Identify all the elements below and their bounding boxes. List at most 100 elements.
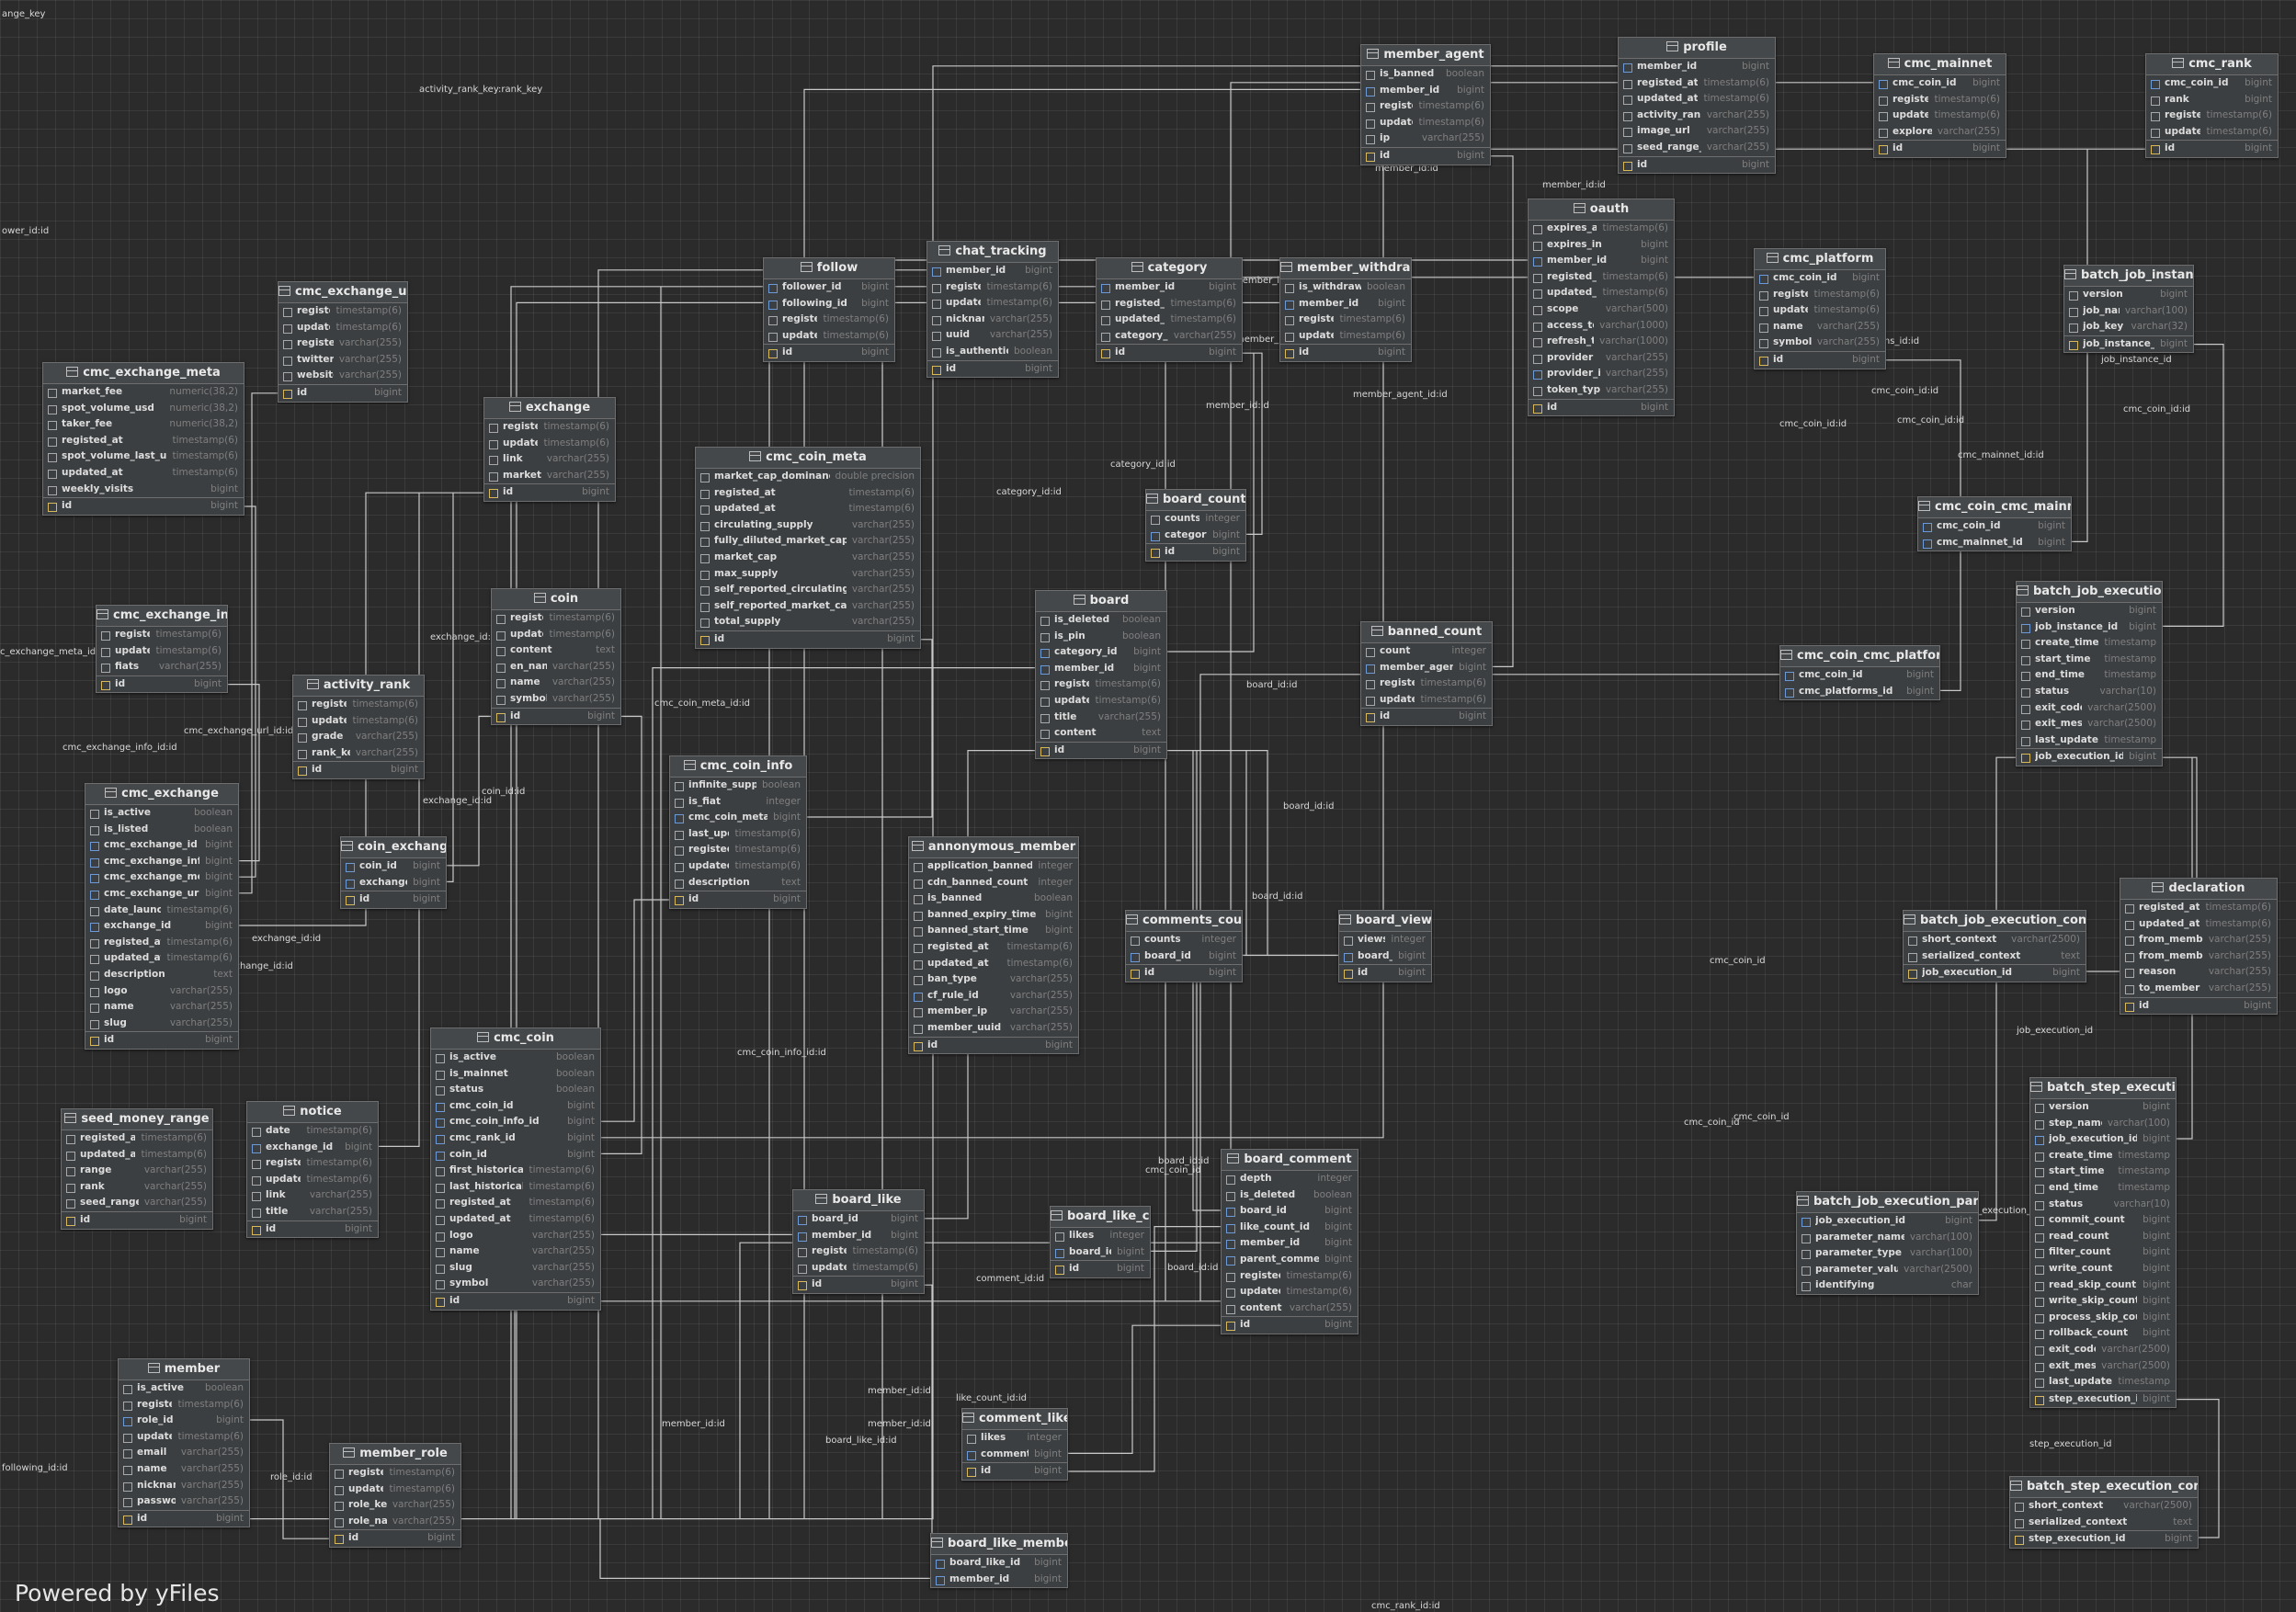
key-icon <box>283 389 292 399</box>
column-icon <box>436 1054 445 1063</box>
table-icon <box>1666 41 1679 51</box>
table-annonymous_member[interactable]: annonymous_memberapplication_banned_coun… <box>908 836 1079 1055</box>
table-cmc_coin_info[interactable]: cmc_coin_infoinfinite_supplybooleanis_fi… <box>669 755 807 909</box>
column-name: is_deleted <box>1054 614 1110 625</box>
column-type: bigint <box>2143 1101 2170 1112</box>
table-cmc_platform[interactable]: cmc_platformcmc_coin_idbigintregisted_at… <box>1754 248 1886 369</box>
table-name: coin <box>550 592 579 606</box>
column-icon <box>2035 1298 2044 1308</box>
column-icon <box>1908 952 1917 962</box>
column-type: bigint <box>1906 685 1934 697</box>
column-type: timestamp(6) <box>986 297 1052 309</box>
column-name: member_id <box>1380 84 1440 96</box>
column-icon <box>1623 111 1632 121</box>
table-banned_count[interactable]: banned_countcountintegermember_agent_idb… <box>1360 621 1493 726</box>
table-comment_likes[interactable]: comment_likeslikesintegercomment_idbigin… <box>961 1408 1068 1481</box>
column-icon <box>1040 697 1050 707</box>
column-type: double precision <box>835 471 915 482</box>
column-type: bigint <box>1324 1205 1352 1217</box>
column-row: refresh_tokenvarchar(1000) <box>1529 334 1674 350</box>
column-type: bigint <box>1025 265 1052 276</box>
column-icon <box>283 340 292 350</box>
table-activity_rank[interactable]: activity_rankregisted_attimestamp(6)upda… <box>292 675 425 779</box>
column-icon <box>1055 1232 1064 1242</box>
column-type: timestamp(6) <box>352 714 418 726</box>
table-coin[interactable]: coinregisted_attimestamp(6)updated_attim… <box>491 588 621 726</box>
column-name: cmc_coin_info_id <box>449 1116 540 1128</box>
table-board_like_cnt[interactable]: board_like_cntlikesintegerboard_idbigint… <box>1050 1206 1151 1278</box>
column-name: name <box>510 676 540 688</box>
foreign-key-icon <box>1785 687 1794 698</box>
table-batch_step_execution[interactable]: batch_step_executionversionbigintstep_na… <box>2029 1077 2177 1409</box>
table-cmc_coin_cmc_mainnet[interactable]: cmc_coin_cmc_mainnetcmc_coin_idbigintcmc… <box>1917 496 2072 552</box>
table-header: batch_job_execution <box>2017 582 2162 603</box>
column-type: timestamp <box>2104 637 2156 649</box>
column-type: timestamp(6) <box>2205 917 2271 929</box>
relationship-label: job_instance_id <box>2101 355 2172 365</box>
table-exchange[interactable]: exchangeregisted_attimestamp(6)updated_a… <box>483 397 616 502</box>
key-icon <box>1366 713 1375 723</box>
table-cmc_exchange_url[interactable]: cmc_exchange_urlregisted_attimestamp(6)u… <box>278 281 408 403</box>
table-member[interactable]: memberis_activebooleanregisted_attimesta… <box>118 1358 250 1528</box>
key-icon <box>1759 356 1768 366</box>
table-board_views[interactable]: board_viewsviewsintegerboard_idbigintidb… <box>1338 910 1432 982</box>
table-batch_job_instance[interactable]: batch_job_instanceversionbigintjob_namev… <box>2063 265 2194 354</box>
column-type: bigint <box>205 855 233 867</box>
table-header: board <box>1036 591 1166 612</box>
column-type: boolean <box>1122 614 1161 625</box>
table-chat_tracking[interactable]: chat_trackingmember_idbigintregisted_att… <box>926 241 1059 379</box>
table-batch_job_execution_context[interactable]: batch_job_execution_contextshort_context… <box>1903 910 2086 982</box>
column-type: varchar(1000) <box>1599 335 1668 347</box>
column-icon <box>496 663 506 673</box>
table-board_like_members[interactable]: board_like_membersboard_like_idbigintmem… <box>930 1533 1068 1589</box>
column-type: bigint <box>1045 908 1073 920</box>
table-member_role[interactable]: member_roleregisted_attimestamp(6)update… <box>329 1443 461 1548</box>
column-name: id <box>1115 346 1126 358</box>
table-cmc_exchange_info[interactable]: cmc_exchange_inforegisted_attimestamp(6)… <box>96 605 228 694</box>
column-type: bigint <box>2129 620 2156 632</box>
table-cmc_mainnet[interactable]: cmc_mainnetcmc_coin_idbigintregisted_att… <box>1873 53 2006 158</box>
column-type: varchar(255) <box>2208 934 2271 946</box>
table-oauth[interactable]: oauthexpires_attimestamp(6)expires_inbig… <box>1528 199 1675 417</box>
table-board_counts[interactable]: board_countscountsintegercategory_idbigi… <box>1145 489 1246 562</box>
table-icon <box>1227 1153 1240 1164</box>
table-category[interactable]: categorymember_idbigintregisted_attimest… <box>1096 257 1243 362</box>
foreign-key-icon <box>936 1560 945 1569</box>
table-comments_count[interactable]: comments_countcountsintegerboard_idbigin… <box>1125 910 1243 982</box>
table-batch_job_execution_params[interactable]: batch_job_execution_paramsjob_execution_… <box>1796 1191 1979 1295</box>
table-header: cmc_platform <box>1755 249 1885 270</box>
table-batch_step_execution_context[interactable]: batch_step_execution_contextshort_contex… <box>2009 1476 2199 1549</box>
table-icon <box>1280 262 1292 272</box>
table-coin_exchange[interactable]: coin_exchangecoin_idbigintexchange_idbig… <box>340 836 447 909</box>
table-cmc_coin_cmc_platforms[interactable]: cmc_coin_cmc_platformscmc_coin_idbigintc… <box>1779 645 1940 701</box>
